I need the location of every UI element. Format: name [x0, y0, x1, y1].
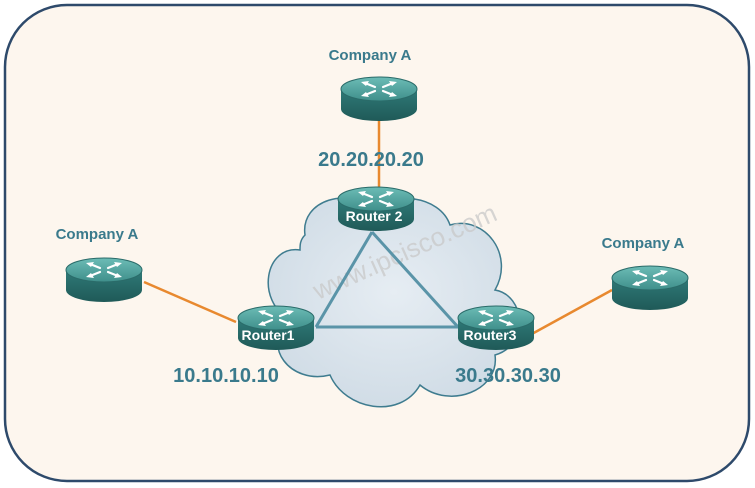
- router-company-left[interactable]: [64, 256, 144, 304]
- router3-name: Router3: [464, 327, 517, 343]
- router2[interactable]: Router 2: [336, 185, 416, 233]
- link-router2-router1: [314, 231, 374, 328]
- router1-name: Router1: [242, 327, 295, 343]
- router1-ip: 10.10.10.10: [173, 365, 279, 387]
- router1[interactable]: Router1: [236, 304, 316, 352]
- attachment-links: [143, 112, 613, 337]
- router-icon: [64, 256, 144, 304]
- link-company-left-router1: [143, 280, 237, 324]
- router3[interactable]: Router3: [456, 304, 536, 352]
- router-icon: [339, 75, 419, 123]
- company-top-label: Company A: [329, 47, 412, 64]
- router2-ip: 20.20.20.20: [318, 149, 424, 171]
- router-company-right[interactable]: [610, 264, 690, 312]
- company-left-label: Company A: [56, 226, 139, 243]
- router2-name: Router 2: [346, 208, 403, 224]
- core-triangle: [314, 230, 460, 329]
- company-right-label: Company A: [602, 235, 685, 252]
- link-company-right-router3: [529, 288, 613, 337]
- router-icon: [610, 264, 690, 312]
- router-company-top[interactable]: [339, 75, 419, 123]
- link-router2-router3: [370, 230, 460, 329]
- router3-ip: 30.30.30.30: [455, 365, 561, 387]
